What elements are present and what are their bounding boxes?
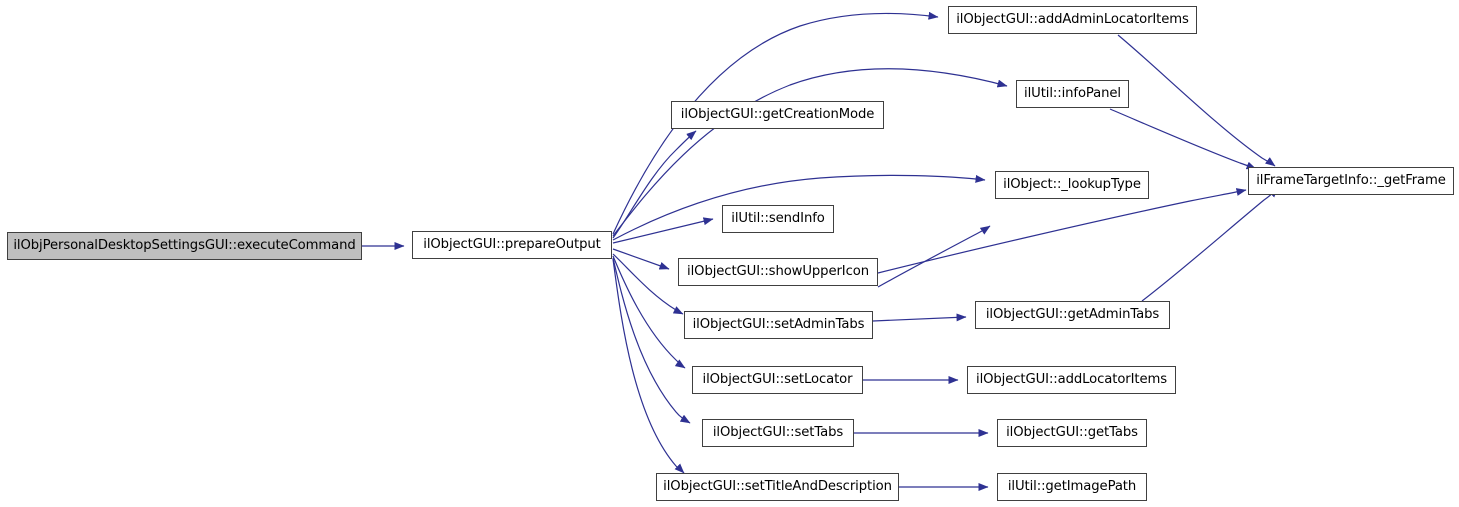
call-edge-prepareOutput-to-setLocator [612,255,686,369]
graph-node-label-infoPanel: ilUtil::infoPanel [1024,86,1121,102]
graph-node-label-lookupType: ilObject::_lookupType [1003,177,1141,193]
call-edge-prepareOutput-to-showUpperIcon [612,248,670,270]
call-edge-showUpperIcon-to-lookupType [877,225,991,288]
graph-node-setAdminTabs[interactable]: ilObjectGUI::setAdminTabs [684,311,873,339]
call-edge-addAdminLocatorItems-to-getFrame [1117,34,1276,167]
graph-node-sendInfo[interactable]: ilUtil::sendInfo [722,205,834,233]
call-edge-prepareOutput-to-getCreationMode [612,130,697,239]
graph-node-prepareOutput[interactable]: ilObjectGUI::prepareOutput [412,231,612,259]
call-edge-getAdminTabs-to-getFrame [1141,187,1279,302]
graph-node-setTitleAndDescription[interactable]: ilObjectGUI::setTitleAndDescription [656,473,899,501]
graph-node-addLocatorItems[interactable]: ilObjectGUI::addLocatorItems [967,366,1176,394]
graph-node-label-showUpperIcon: ilObjectGUI::showUpperIcon [687,264,869,280]
graph-node-getTabs[interactable]: ilObjectGUI::getTabs [997,419,1147,447]
graph-node-label-getTabs: ilObjectGUI::getTabs [1006,425,1138,441]
graph-node-label-getFrame: ilFrameTargetInfo::_getFrame [1256,173,1446,189]
graph-node-setLocator[interactable]: ilObjectGUI::setLocator [692,366,863,394]
graph-node-label-setAdminTabs: ilObjectGUI::setAdminTabs [692,317,865,333]
graph-node-infoPanel[interactable]: ilUtil::infoPanel [1016,80,1129,108]
graph-node-label-getAdminTabs: ilObjectGUI::getAdminTabs [985,307,1160,323]
graph-node-getAdminTabs[interactable]: ilObjectGUI::getAdminTabs [975,301,1170,329]
graph-node-label-addAdminLocatorItems: ilObjectGUI::addAdminLocatorItems [956,12,1189,28]
graph-node-getImagePath[interactable]: ilUtil::getImagePath [997,473,1147,501]
graph-node-label-prepareOutput: ilObjectGUI::prepareOutput [423,237,601,253]
graph-node-label-setTitleAndDescription: ilObjectGUI::setTitleAndDescription [663,479,892,495]
graph-node-addAdminLocatorItems[interactable]: ilObjectGUI::addAdminLocatorItems [948,6,1197,34]
call-edge-prepareOutput-to-setAdminTabs [612,253,684,315]
graph-node-getCreationMode[interactable]: ilObjectGUI::getCreationMode [671,101,884,129]
call-edge-setAdminTabs-to-getAdminTabs [872,313,967,322]
graph-node-showUpperIcon[interactable]: ilObjectGUI::showUpperIcon [678,258,878,286]
call-edge-prepareOutput-to-sendInfo [612,217,714,244]
graph-node-setTabs[interactable]: ilObjectGUI::setTabs [702,419,854,447]
graph-node-lookupType[interactable]: ilObject::_lookupType [995,171,1149,199]
call-edge-prepareOutput-to-setTitleAndDescription [612,258,685,474]
graph-node-label-getCreationMode: ilObjectGUI::getCreationMode [680,107,875,123]
call-edge-infoPanel-to-getFrame [1109,108,1257,170]
graph-node-executeCommand[interactable]: ilObjPersonalDesktopSettingsGUI::execute… [7,232,362,260]
graph-node-getFrame[interactable]: ilFrameTargetInfo::_getFrame [1248,167,1454,195]
graph-node-label-getImagePath: ilUtil::getImagePath [1007,479,1137,495]
graph-node-label-addLocatorItems: ilObjectGUI::addLocatorItems [976,372,1168,388]
call-edge-showUpperIcon-to-getFrame [877,188,1247,274]
graph-node-label-executeCommand: ilObjPersonalDesktopSettingsGUI::execute… [13,238,356,254]
graph-node-label-setLocator: ilObjectGUI::setLocator [702,372,853,388]
graph-node-label-setTabs: ilObjectGUI::setTabs [712,425,844,441]
graph-node-label-sendInfo: ilUtil::sendInfo [731,211,825,227]
